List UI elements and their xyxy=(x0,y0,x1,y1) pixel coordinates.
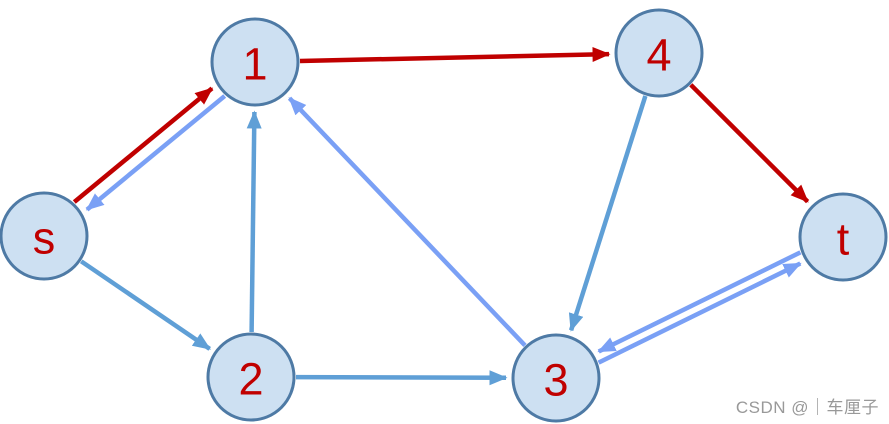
edge-3-t xyxy=(597,261,802,365)
edge-3-1 xyxy=(287,96,527,347)
node-label-1: 1 xyxy=(242,39,267,90)
node-circle-s xyxy=(0,191,89,281)
node-label-2: 2 xyxy=(238,354,263,405)
edge-s-2 xyxy=(79,259,211,351)
edge-1-4 xyxy=(299,46,611,64)
node-circle-3 xyxy=(511,333,601,423)
edge-t-3 xyxy=(597,250,802,354)
edge-4-3 xyxy=(568,95,648,332)
edge-2-1 xyxy=(246,110,262,333)
node-label-s: s xyxy=(33,213,56,264)
node-label-t: t xyxy=(837,214,850,265)
watermark: CSDN @｜车厘子 xyxy=(735,398,879,417)
node-s: s xyxy=(0,191,89,281)
node-circle-t xyxy=(798,192,888,282)
node-4: 4 xyxy=(614,8,704,98)
node-circle-2 xyxy=(206,332,296,422)
node-circle-1 xyxy=(210,17,300,107)
node-1: 1 xyxy=(210,17,300,107)
edge-1-s xyxy=(85,94,227,212)
node-label-3: 3 xyxy=(543,355,568,406)
node-label-4: 4 xyxy=(646,30,671,81)
node-circle-4 xyxy=(614,8,704,98)
edge-s-1 xyxy=(72,86,214,204)
edge-4-t xyxy=(689,83,810,204)
node-t: t xyxy=(798,192,888,282)
edge-2-3 xyxy=(295,370,508,386)
node-3: 3 xyxy=(511,333,601,423)
node-2: 2 xyxy=(206,332,296,422)
